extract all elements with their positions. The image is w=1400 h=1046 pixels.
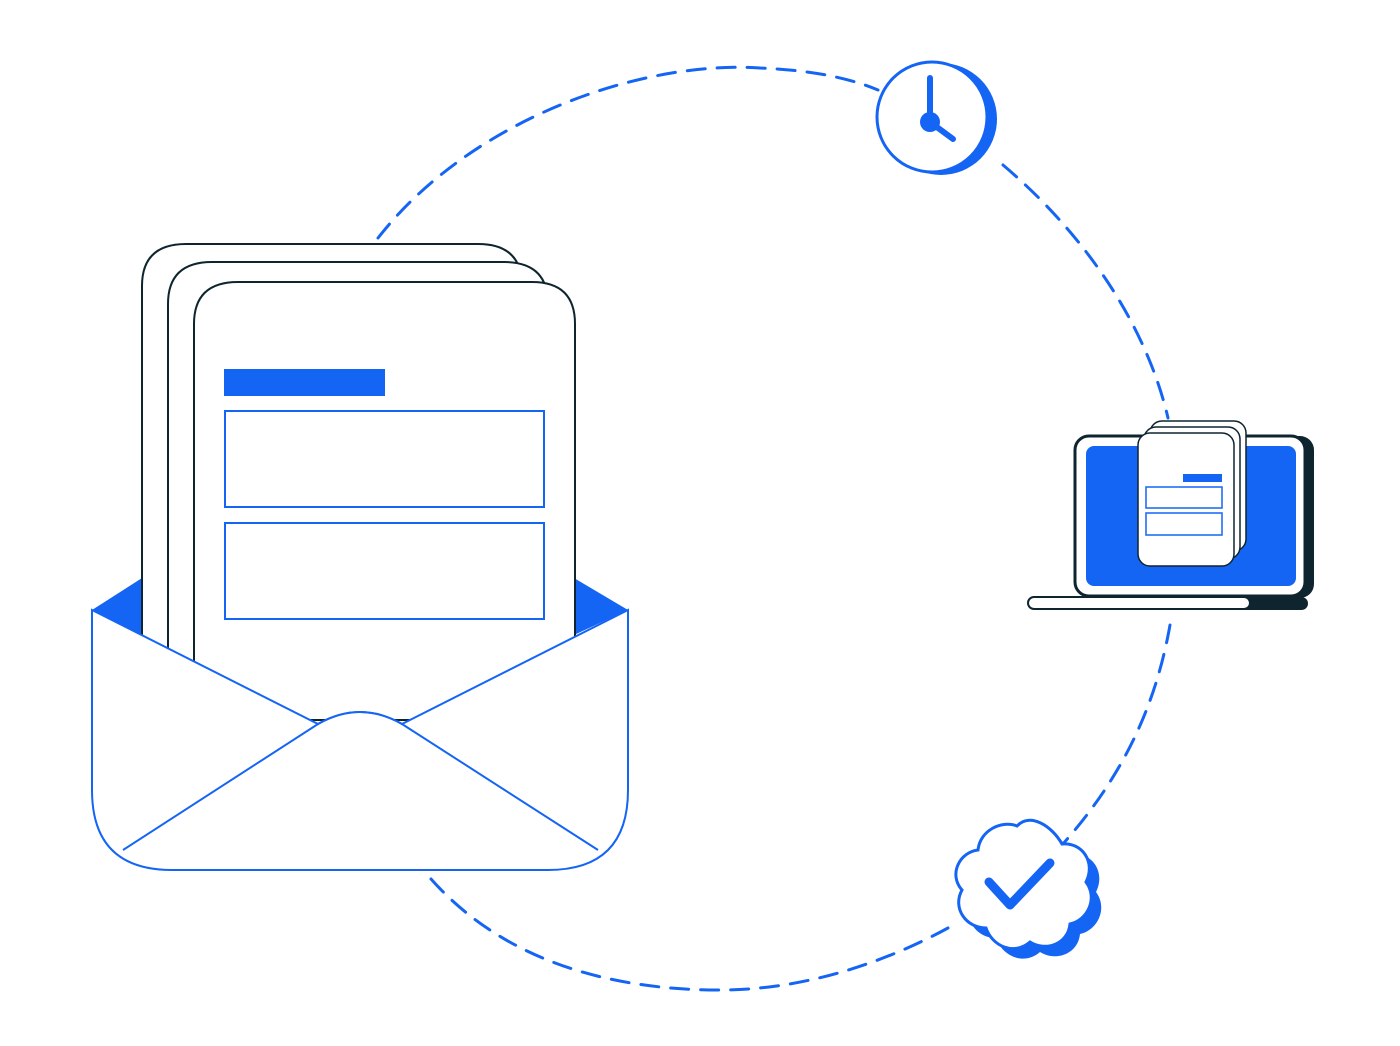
clock-icon	[875, 60, 997, 175]
laptop-base	[1027, 596, 1251, 610]
dashed-arc-right-lower	[1060, 623, 1172, 847]
document-front	[193, 281, 576, 721]
dashed-arc-right-upper	[1001, 163, 1170, 420]
envelope-flap-left	[92, 578, 142, 635]
dashed-cycle-path	[376, 65, 1172, 992]
laptop-icon	[1027, 420, 1314, 610]
envelope-flap-right	[574, 578, 628, 635]
check-mark-icon	[984, 858, 1055, 910]
document-title-bar	[224, 369, 385, 396]
dashed-arc-top	[376, 65, 880, 240]
envelope-front-fold	[122, 711, 599, 851]
laptop-document-stack	[1137, 420, 1247, 567]
document-field-2	[224, 522, 545, 620]
envelope-icon	[91, 243, 629, 871]
dashed-arc-bottom	[423, 870, 950, 992]
document-field-1	[224, 410, 545, 508]
document-stack-icon	[141, 243, 576, 721]
verified-badge-icon	[954, 818, 1102, 959]
